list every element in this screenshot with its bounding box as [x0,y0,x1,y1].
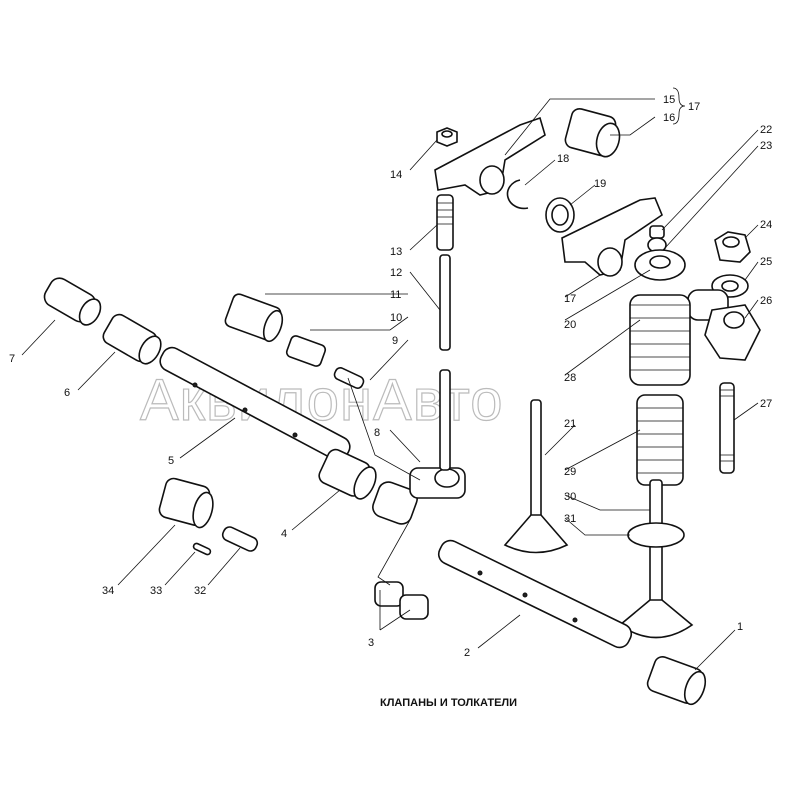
part-8-tappet [372,467,466,525]
callout-11: 11 [390,289,401,301]
callout-1: 1 [737,621,743,633]
part-5-pushrod-shaft [159,346,351,462]
part-9-pin [333,367,365,389]
callout-3: 3 [368,637,374,649]
part-17-rocker-arm [561,197,663,277]
callout-21: 21 [564,418,576,430]
part-22-23-valve-cotters [647,225,667,253]
callout-5: 5 [168,455,174,467]
leader-lines [21,87,759,671]
callout-14: 14 [390,169,402,181]
callout-30: 30 [564,491,576,503]
callout-32: 32 [194,585,206,597]
callout-27: 27 [760,398,772,410]
diagram-title: КЛАПАНЫ И ТОЛКАТЕЛИ [380,697,517,709]
callout-7: 7 [9,353,15,365]
callout-13: 13 [390,246,402,258]
callout-2: 2 [464,647,470,659]
part-20-spring-retainer [634,249,686,281]
callout-34: 34 [102,585,114,597]
callout-16: 16 [663,112,675,124]
callout-8: 8 [374,427,380,439]
callout-17: 17 [564,293,576,305]
callout-20: 20 [564,319,576,331]
callout-19: 19 [594,178,606,190]
callout-9: 9 [392,335,398,347]
part-29-inner-spring [636,394,684,486]
part-10-bushing [285,335,327,367]
part-14-nut [436,127,458,147]
part-15-rocker-arm [434,116,546,196]
part-34-bushing [158,477,214,529]
part-7-bushing [43,277,102,326]
callout-29: 29 [564,466,576,478]
part-6-bushing [102,313,162,365]
part-28-outer-spring [629,294,691,386]
part-13-adjusting-screw [436,194,454,251]
callout-25: 25 [760,256,772,268]
part-16-bushing [564,107,621,158]
part-2-shaft [437,539,633,649]
callout-18: 18 [557,153,569,165]
part-24-nut [714,231,751,263]
callout-31: 31 [564,513,576,525]
callout-23: 23 [760,140,772,152]
part-32-pin [221,526,259,552]
part-1-valve-seat [646,655,707,706]
part-21-intake-valve [503,399,569,554]
part-12-pushrod [439,254,451,471]
callout-4: 4 [281,528,287,540]
callout-28: 28 [564,372,576,384]
part-4-bushing [318,448,377,500]
callout-24: 24 [760,219,772,231]
callout-17-group: 17 [688,101,700,113]
callout-6: 6 [64,387,70,399]
part-3-bushings [374,581,429,620]
callout-22: 22 [760,124,772,136]
part-18-snap-ring [506,179,529,210]
part-27-stud [719,382,735,474]
callout-10: 10 [390,312,402,324]
callout-26: 26 [760,295,772,307]
part-26-rocker-stand [687,289,761,361]
callout-12: 12 [390,267,402,279]
part-19-washer [545,197,575,233]
part-11-bushing [224,293,284,343]
part-33-pin [192,542,212,556]
callout-33: 33 [150,585,162,597]
part-30-31-exhaust-valve [618,479,694,639]
callout-15: 15 [663,94,675,106]
